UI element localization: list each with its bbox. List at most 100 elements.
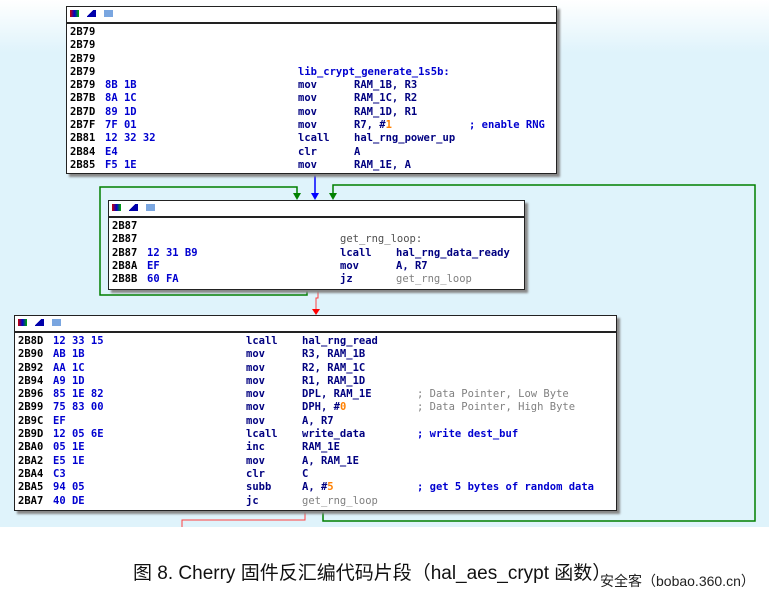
opcode-bytes: 94 05 [53,481,85,494]
code-line[interactable]: 2B79 [67,39,556,52]
address: 2B79 [70,26,96,38]
opcode-bytes: AB 1B [53,348,85,361]
code-line[interactable]: 2B79 [67,53,556,66]
edge-fallthrough [315,289,319,310]
arrow-head [329,193,337,200]
mnemonic: mov [246,388,265,401]
opcode-bytes: AA 1C [53,361,85,374]
mnemonic: inc [246,441,265,454]
graph-color-icon[interactable] [112,204,121,211]
mnemonic: mov [298,79,317,92]
code-line[interactable]: 2B79 [67,26,556,39]
opcode-bytes: EF [53,414,66,427]
mnemonic: lcall [298,132,330,145]
opcode-bytes: 12 32 32 [105,132,156,145]
mnemonic: mov [298,105,317,118]
mnemonic: mov [298,92,317,105]
opcode-bytes: E4 [105,145,118,158]
operand: A, R7 [396,259,428,272]
address: 2B7B [70,92,96,105]
address: 2BA2 [18,454,44,467]
opcode-bytes: 05 1E [53,441,85,454]
mnemonic: mov [246,454,265,467]
figure-caption: 图 8. Cherry 固件反汇编代码片段（hal_aes_crypt 函数） [133,563,612,584]
arrow-head [312,309,320,315]
address: 2BA0 [18,441,44,454]
code-line[interactable]: 2BA0 05 1E inc RAM_1E [15,441,616,454]
operand: RAM_1E, A [354,158,411,171]
opcode-bytes: 40 DE [53,494,85,507]
address: 2B96 [18,388,44,401]
edit-icon[interactable] [87,10,96,17]
mnemonic: mov [298,119,317,132]
edit-icon[interactable] [35,319,44,326]
operand: A, RAM_1E [302,454,359,467]
opcode-bytes: 12 31 B9 [147,246,198,259]
operand: get_rng_loop [302,494,378,507]
arrow-head [311,193,319,200]
graph-color-icon[interactable] [18,319,27,326]
address: 2BA4 [18,467,44,480]
opcode-bytes: 75 83 00 [53,401,104,414]
operand-text: A, # [302,481,328,494]
code-label: get_rng_loop: [340,233,423,246]
block-header [67,7,556,24]
opcode-bytes: EF [147,259,160,272]
operand: RAM_1E [302,441,340,454]
opcode-bytes: F5 1E [105,158,137,171]
picture-icon[interactable] [104,10,113,17]
edge-loop-back-jz [99,186,308,296]
address: 2B81 [70,132,96,145]
picture-icon[interactable] [52,319,61,326]
opcode-bytes: 8B 1B [105,79,137,92]
mnemonic: mov [246,348,265,361]
code-line[interactable]: 2B81 12 32 32 lcall hal_rng_power_up [67,132,556,145]
picture-icon[interactable] [146,204,155,211]
operand: DPH, #0 [302,401,346,414]
operand: R7, #1 [354,119,392,132]
edit-icon[interactable] [129,204,138,211]
operand-text: DPH, # [302,401,340,414]
immediate-value: 1 [385,119,392,132]
comment: ; Data Pointer, High Byte [417,401,576,414]
comment: ; enable RNG [469,119,545,132]
graph-color-icon[interactable] [70,10,79,17]
address: 2BA5 [18,481,44,494]
code-line[interactable]: 2B87 [109,220,524,233]
block-header [109,201,524,218]
opcode-bytes: 89 1D [105,105,137,118]
operand: hal_rng_power_up [354,132,456,145]
arrow-head [293,193,301,200]
operand: hal_rng_data_ready [396,246,510,259]
operand: hal_rng_read [302,335,378,347]
address: 2B92 [18,361,44,374]
opcode-bytes: 60 FA [147,273,179,286]
